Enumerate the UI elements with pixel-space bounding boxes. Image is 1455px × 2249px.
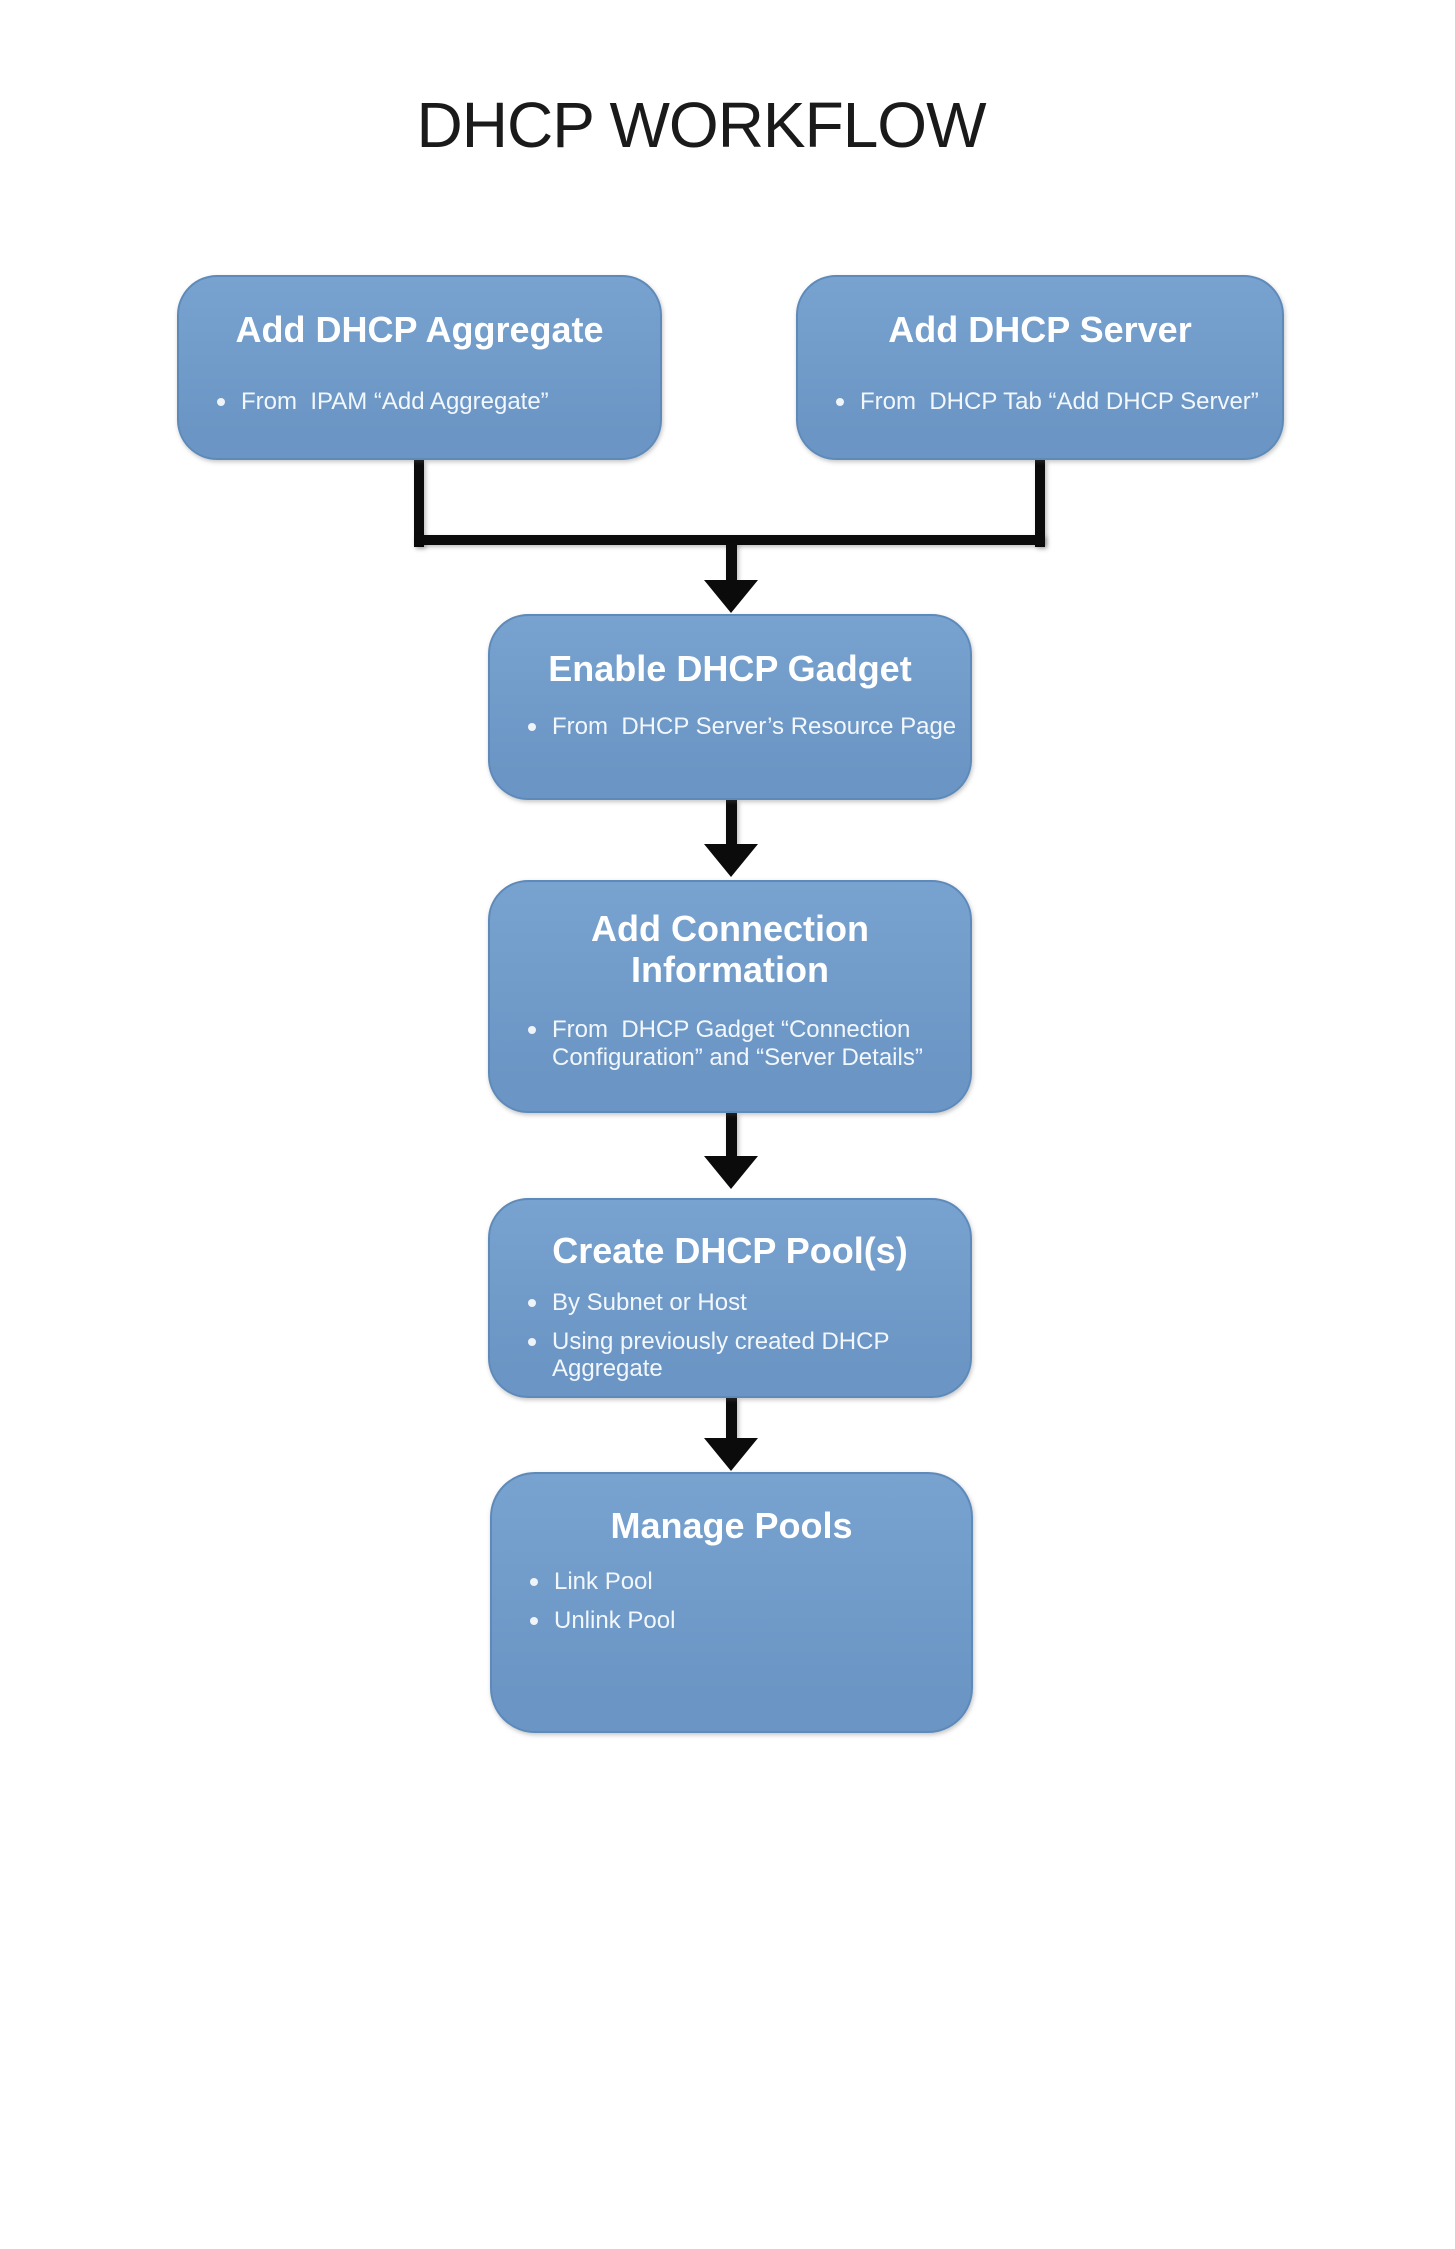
arrow-head-connection-to-pools-icon [704, 1156, 758, 1189]
arrow-stem-connection-to-pools [726, 1113, 737, 1157]
node-manage-pools: Manage Pools Link Pool Unlink Pool [490, 1472, 973, 1733]
node-title: Add DHCP Aggregate [235, 309, 604, 350]
bullet-dot-icon [530, 1616, 538, 1625]
bullet-dot-icon [528, 1337, 536, 1346]
node-title: Enable DHCP Gadget [548, 648, 912, 689]
bullet-item: By Subnet or Host [528, 1289, 960, 1317]
node-title: Add DHCP Server [888, 309, 1192, 350]
bullet-text: Unlink Pool [554, 1606, 676, 1634]
connector-merge-bar [414, 535, 1045, 545]
connector-drop-from-server [1035, 460, 1045, 547]
bullet-dot-icon [530, 1578, 538, 1587]
bullet-item: From DHCP Tab “Add DHCP Server” [836, 388, 1272, 416]
bullet-text: From DHCP Gadget “Connection Configurati… [552, 1016, 923, 1071]
node-title: Create DHCP Pool(s) [552, 1230, 908, 1271]
bullet-dot-icon [528, 723, 536, 732]
node-add-dhcp-server: Add DHCP Server From DHCP Tab “Add DHCP … [796, 275, 1284, 460]
arrow-head-pools-to-manage-icon [704, 1438, 758, 1471]
bullet-item: Unlink Pool [530, 1607, 961, 1635]
bullet-text: Link Pool [554, 1568, 653, 1596]
bullet-item: Using previously created DHCP Aggregate [528, 1328, 960, 1383]
arrow-head-gadget-to-connection-icon [704, 844, 758, 877]
bullet-item: Link Pool [530, 1568, 961, 1596]
bullet-text: From DHCP Server’s Resource Page [552, 713, 957, 741]
bullet-item: From DHCP Server’s Resource Page [528, 713, 960, 741]
node-add-connection-information: Add Connection Information From DHCP Gad… [488, 880, 972, 1113]
arrow-stem-gadget-to-connection [726, 800, 737, 845]
node-create-dhcp-pools: Create DHCP Pool(s) By Subnet or Host Us… [488, 1198, 972, 1398]
node-title: Add Connection Information [591, 908, 869, 991]
merge-arrow-head-icon [704, 580, 758, 613]
node-add-dhcp-aggregate: Add DHCP Aggregate From IPAM “Add Aggreg… [177, 275, 662, 460]
node-enable-dhcp-gadget: Enable DHCP Gadget From DHCP Server’s Re… [488, 614, 972, 800]
merge-arrow-stem [726, 543, 737, 581]
bullet-text: Using previously created DHCP Aggregate [552, 1327, 895, 1383]
arrow-stem-pools-to-manage [726, 1398, 737, 1439]
bullet-text: From IPAM “Add Aggregate” [241, 388, 549, 416]
bullet-item: From DHCP Gadget “Connection Configurati… [528, 1016, 964, 1071]
bullet-item: From IPAM “Add Aggregate” [217, 388, 650, 416]
connector-drop-from-aggregate [414, 460, 424, 547]
bullet-dot-icon [528, 1299, 536, 1308]
bullet-dot-icon [528, 1026, 536, 1035]
node-title: Manage Pools [610, 1505, 853, 1546]
bullet-dot-icon [217, 398, 225, 407]
bullet-text: From DHCP Tab “Add DHCP Server” [860, 388, 1259, 416]
diagram-title: DHCP WORKFLOW [416, 89, 987, 161]
bullet-dot-icon [836, 398, 844, 407]
bullet-text: By Subnet or Host [552, 1289, 747, 1317]
